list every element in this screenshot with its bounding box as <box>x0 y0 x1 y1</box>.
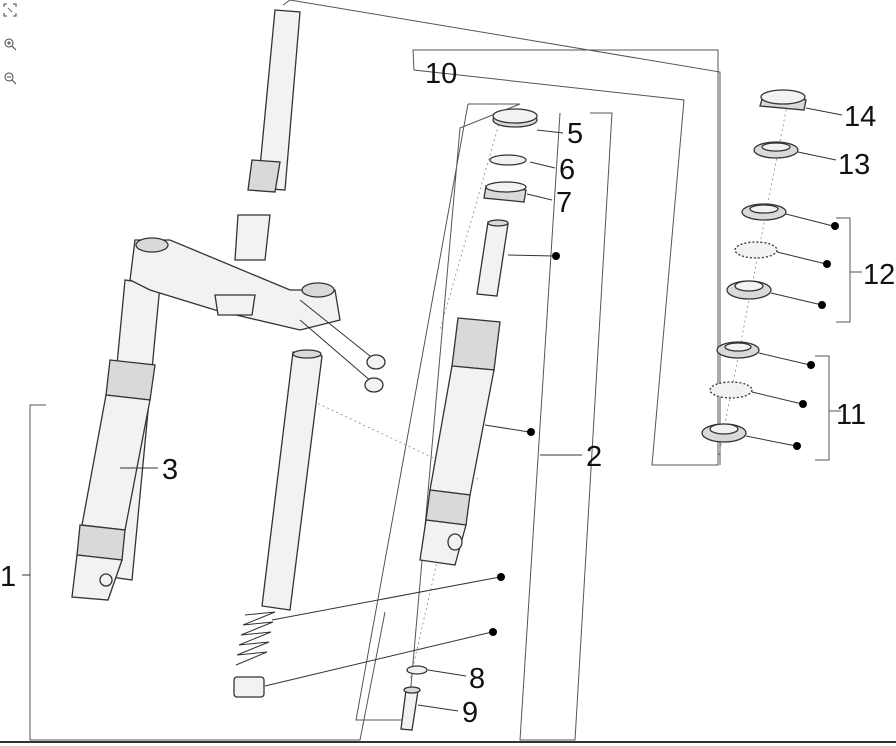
part-9-bolt <box>400 686 421 731</box>
frame-top <box>282 0 721 465</box>
label-13: 13 <box>838 149 870 181</box>
part-damper-rod <box>476 219 509 297</box>
part-inner-tube <box>261 349 323 611</box>
zoom-in-icon <box>4 38 17 51</box>
label-7: 7 <box>556 187 572 219</box>
part-6-oring <box>489 154 527 166</box>
bracket-12 <box>836 217 862 323</box>
zoom-out-button[interactable] <box>2 70 18 86</box>
part-11-bearing-set <box>701 341 760 443</box>
label-9: 9 <box>462 697 478 729</box>
label-10: 10 <box>425 58 457 90</box>
part-14-locknut <box>759 89 807 111</box>
fit-screen-icon <box>3 3 17 17</box>
frame-group-10 <box>412 49 719 466</box>
label-8: 8 <box>469 663 485 695</box>
zoom-out-icon <box>4 72 17 85</box>
label-5: 5 <box>567 118 583 150</box>
part-triple-clamp <box>129 214 341 331</box>
viewer-toolbar <box>2 2 22 104</box>
fit-screen-button[interactable] <box>2 2 18 18</box>
part-5-cap <box>492 108 538 128</box>
label-11: 11 <box>836 399 866 431</box>
part-fork-leg-right <box>419 317 501 566</box>
frame-group-1 <box>29 404 386 741</box>
label-14: 14 <box>844 101 876 133</box>
label-1: 1 <box>0 561 16 593</box>
label-2: 2 <box>586 441 602 473</box>
part-clamp-bolts <box>299 299 386 393</box>
part-spring <box>235 611 276 666</box>
frame-group-2 <box>519 112 613 741</box>
part-fork-leg-left <box>71 279 161 601</box>
label-12: 12 <box>863 259 895 291</box>
bracket-11 <box>815 355 841 461</box>
part-12-bearing-set <box>726 203 787 300</box>
zoom-in-button[interactable] <box>2 36 18 52</box>
label-6: 6 <box>559 154 575 186</box>
part-7-bushing <box>483 181 527 203</box>
frame-inner-tube <box>355 103 521 721</box>
part-spacer <box>233 676 265 698</box>
part-13-washer <box>753 141 799 159</box>
part-steering-tube <box>247 9 301 193</box>
label-3: 3 <box>162 454 178 486</box>
part-8-washer <box>406 665 428 675</box>
